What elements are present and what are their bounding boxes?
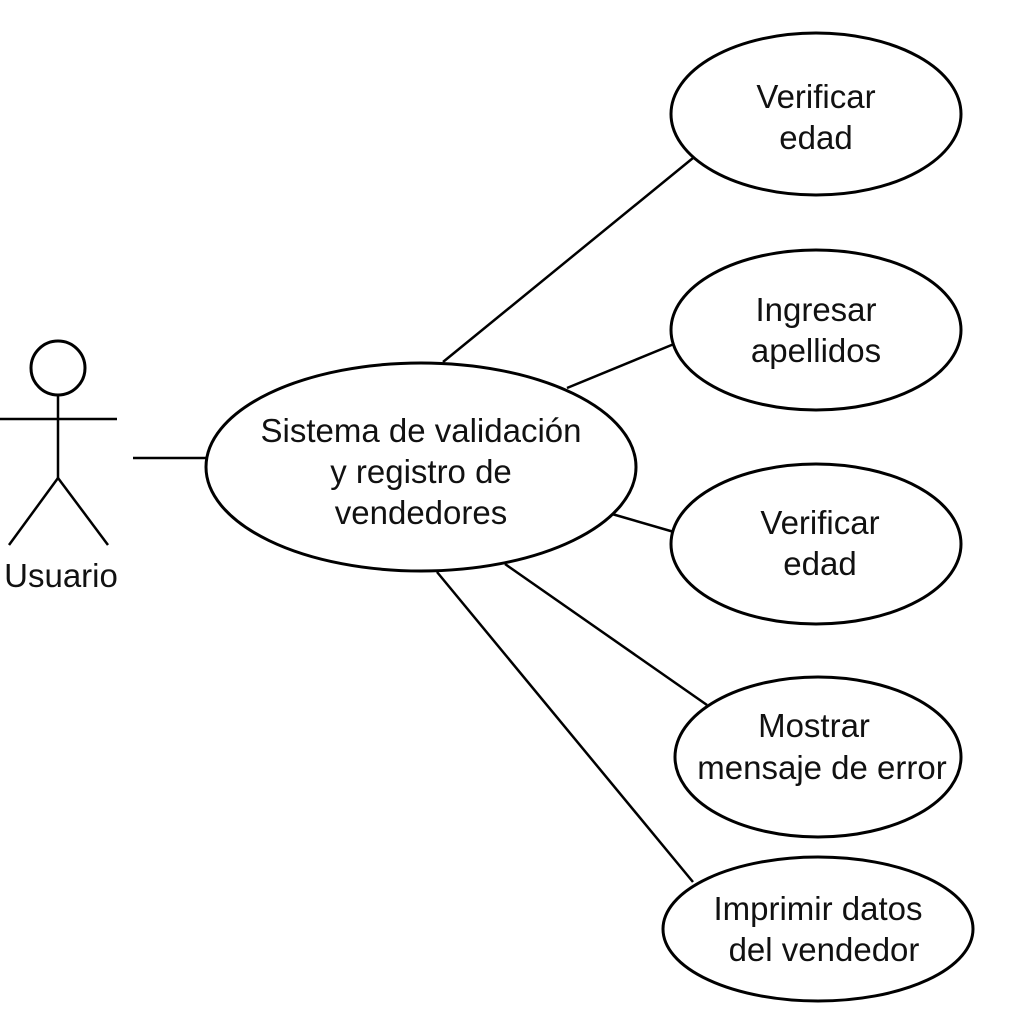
actor-label: Usuario — [4, 557, 118, 594]
association-system-uc4 — [504, 562, 708, 707]
use-case-label-line-2: mensaje de error — [697, 749, 946, 786]
use-case-label-line-2: apellidos — [751, 332, 881, 369]
use-case-ellipse — [669, 31, 963, 197]
use-case-verificar-edad-2: Verificar edad — [669, 462, 963, 626]
actor-left-leg — [7, 477, 60, 546]
actor-right-leg — [56, 477, 110, 546]
use-case-label-line-1: Mostrar — [758, 707, 870, 744]
use-case-imprimir-datos-del-vendedor: Imprimir datos del vendedor — [661, 855, 975, 1003]
actor-usuario: Usuario — [0, 339, 118, 594]
use-case-ellipse — [673, 675, 963, 839]
use-case-label-line-1: Verificar — [756, 78, 875, 115]
use-case-ellipse — [669, 248, 963, 412]
use-case-label-line-2: edad — [783, 545, 856, 582]
use-case-ellipse — [661, 855, 975, 1003]
use-case-label-line-2: del vendedor — [729, 931, 920, 968]
system-ellipse — [204, 361, 638, 573]
association-system-uc2 — [566, 342, 675, 390]
use-case-mostrar-mensaje-de-error: Mostrar mensaje de error — [673, 675, 963, 839]
use-case-verificar-edad-1: Verificar edad — [669, 31, 963, 197]
system-label-line-1: Sistema de validación — [260, 412, 581, 449]
actor-head — [29, 339, 87, 397]
use-case-ingresar-apellidos: Ingresar apellidos — [669, 248, 963, 412]
association-system-uc5 — [436, 571, 694, 883]
association-system-uc3 — [611, 512, 675, 534]
use-case-label-line-1: Imprimir datos — [713, 890, 922, 927]
use-case-label-line-2: edad — [779, 119, 852, 156]
associations — [133, 157, 708, 883]
system-use-case: Sistema de validación y registro de vend… — [204, 361, 638, 573]
use-case-label-line-1: Verificar — [760, 504, 879, 541]
association-system-uc1 — [442, 157, 694, 363]
use-case-label-line-1: Ingresar — [755, 291, 876, 328]
system-label-line-3: vendedores — [335, 494, 507, 531]
use-case-ellipse — [669, 462, 963, 626]
system-label-line-2: y registro de — [330, 453, 512, 490]
